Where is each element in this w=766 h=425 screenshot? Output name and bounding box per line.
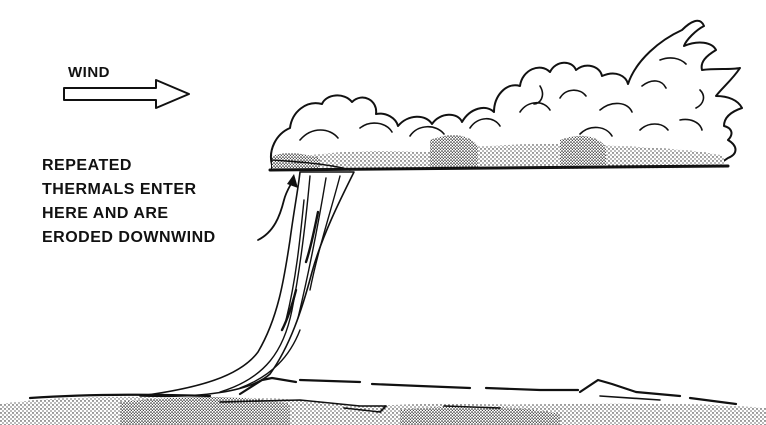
cloud [268,19,743,172]
wind-label: WIND [68,64,110,81]
cloud-base-shading [276,144,724,170]
annotation-line-4: ERODED DOWNWIND [42,229,216,246]
thermal-column [139,171,355,398]
leader-arrow-icon [257,174,298,241]
wind-arrow-icon [63,79,190,109]
annotation-line-2: THERMALS ENTER [42,181,197,198]
annotation-line-3: HERE AND ARE [42,205,169,222]
annotation-line-1: REPEATED [42,157,132,174]
ground [0,376,766,425]
annotation: REPEATED THERMALS ENTER HERE AND ARE ERO… [42,157,216,246]
